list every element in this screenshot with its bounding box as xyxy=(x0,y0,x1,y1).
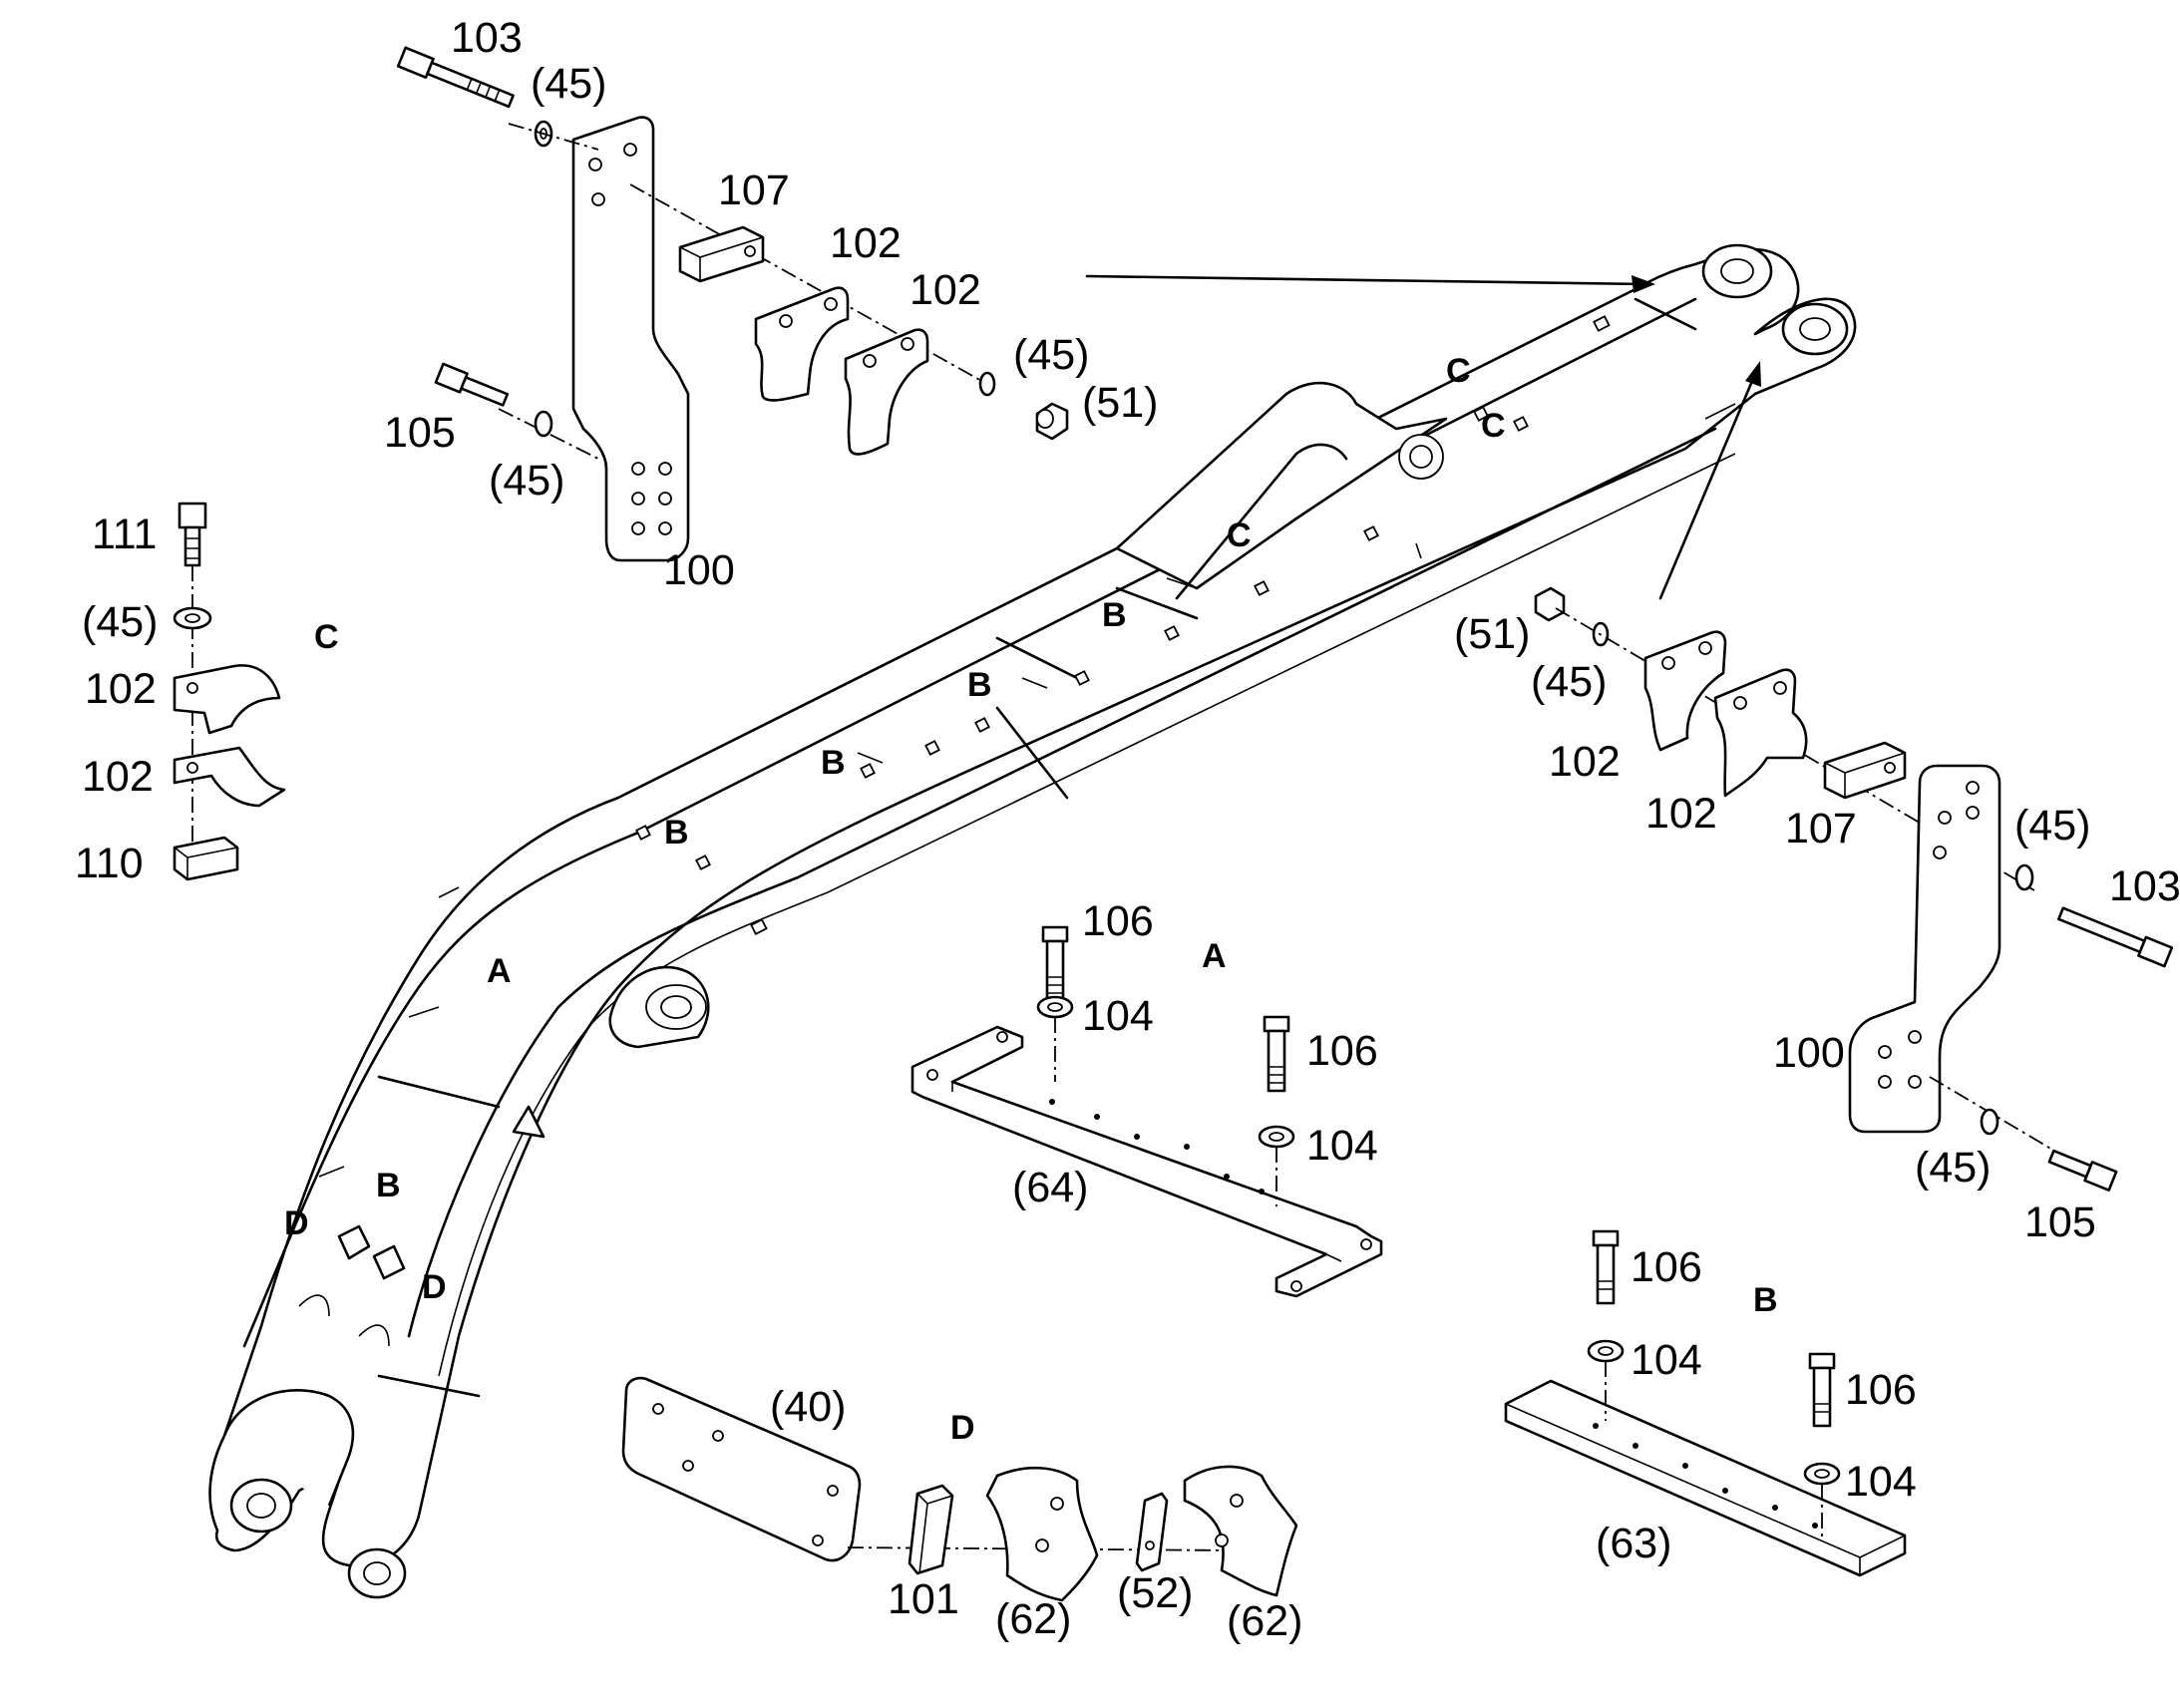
boom-zone-b: B xyxy=(967,666,992,704)
callout-106: 106 xyxy=(1306,1027,1378,1075)
callout-63: (63) xyxy=(1596,1520,1671,1567)
callout-105: 105 xyxy=(384,409,456,457)
callout-104: 104 xyxy=(1082,992,1154,1040)
clamp-assembly-right xyxy=(1534,586,2174,1193)
callout-100: 100 xyxy=(1773,1029,1845,1077)
boom-zone-b: B xyxy=(664,814,689,852)
callout-111: 111 xyxy=(92,511,157,558)
zone-letters: C A B D C C C B B B B B A D D xyxy=(284,352,1778,1447)
callout-100: 100 xyxy=(663,546,735,594)
part-callouts: 103 (45) 107 102 102 (45) (51) 105 (45) … xyxy=(75,14,2180,1645)
callout-45: (45) xyxy=(1013,331,1089,379)
callout-102: 102 xyxy=(830,219,902,267)
callout-106: 106 xyxy=(1631,1243,1702,1291)
boom-zone-d: D xyxy=(422,1268,447,1306)
callout-104: 104 xyxy=(1845,1458,1917,1506)
excavator-boom xyxy=(208,243,1857,1599)
detail-d-assembly xyxy=(621,1376,1298,1602)
boom-zone-b: B xyxy=(1102,596,1127,634)
callout-52: (52) xyxy=(1117,1569,1193,1617)
boom-zone-b: B xyxy=(821,744,846,782)
boom-zone-c: C xyxy=(1481,407,1506,445)
callout-103: 103 xyxy=(2109,862,2180,910)
callout-102: 102 xyxy=(82,753,154,801)
callout-40: (40) xyxy=(770,1383,846,1431)
callout-45: (45) xyxy=(489,457,564,505)
callout-62: (62) xyxy=(995,1595,1071,1643)
callout-45: (45) xyxy=(1915,1144,1991,1192)
callout-51: (51) xyxy=(1082,379,1158,427)
callout-45: (45) xyxy=(1531,658,1607,706)
boom-zone-c: C xyxy=(1446,352,1471,390)
reference-arrows xyxy=(1085,274,1761,600)
boom-zone-a: A xyxy=(487,952,512,990)
callout-107: 107 xyxy=(718,167,790,214)
callout-102: 102 xyxy=(1549,738,1621,786)
boom-zone-d: D xyxy=(284,1204,309,1242)
callout-51: (51) xyxy=(1454,610,1530,658)
callout-102: 102 xyxy=(85,665,157,713)
detail-label-a: A xyxy=(1202,937,1227,975)
callout-62: (62) xyxy=(1227,1597,1302,1645)
callout-106: 106 xyxy=(1082,897,1154,945)
callout-64: (64) xyxy=(1012,1164,1088,1211)
callout-45: (45) xyxy=(531,60,606,108)
callout-110: 110 xyxy=(75,840,144,887)
callout-102: 102 xyxy=(1645,790,1717,838)
detail-label-b: B xyxy=(1753,1281,1778,1319)
callout-103: 103 xyxy=(451,14,523,62)
callout-45: (45) xyxy=(2014,802,2090,850)
callout-101: 101 xyxy=(888,1575,959,1623)
detail-label-c: C xyxy=(314,618,339,656)
clamp-assembly-top-left xyxy=(396,46,1069,562)
detail-label-d: D xyxy=(950,1409,975,1447)
callout-105: 105 xyxy=(2024,1198,2096,1246)
callout-106: 106 xyxy=(1845,1366,1917,1414)
callout-107: 107 xyxy=(1785,805,1857,853)
callout-104: 104 xyxy=(1631,1336,1702,1384)
detail-b-plate xyxy=(1504,1229,1907,1577)
detail-a-plate xyxy=(910,925,1383,1298)
boom-zone-b: B xyxy=(376,1167,401,1204)
detail-c-clamp xyxy=(173,502,286,881)
callout-104: 104 xyxy=(1306,1122,1378,1170)
callout-102: 102 xyxy=(909,266,981,314)
boom-zone-c: C xyxy=(1227,516,1252,554)
callout-45: (45) xyxy=(82,598,158,646)
